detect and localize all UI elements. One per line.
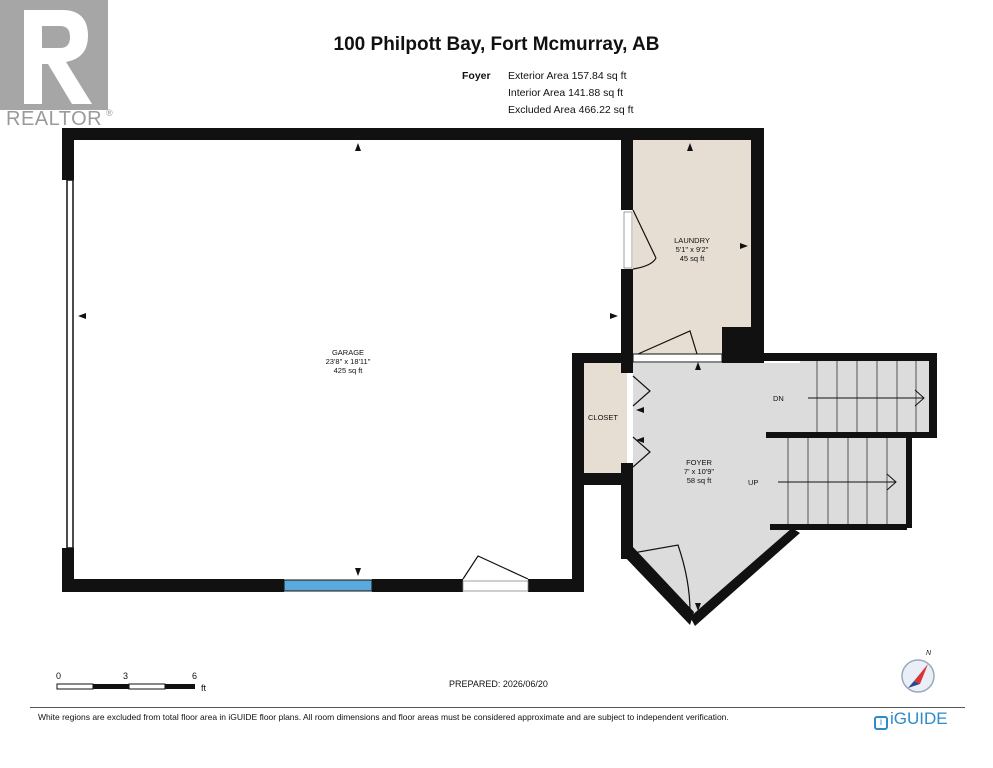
exterior-area: Exterior Area 157.84 sq ft (508, 70, 627, 82)
interior-area: Interior Area 141.88 sq ft (508, 87, 623, 99)
realtor-logo (0, 0, 112, 132)
foyer-dims: 7' x 10'9" (683, 467, 715, 476)
garage-window (283, 579, 373, 592)
garage-side-wall (66, 179, 74, 549)
compass-icon (901, 659, 935, 693)
scale-tick-0: 0 (56, 671, 62, 681)
realtor-registered-mark: ® (106, 108, 113, 118)
garage-walls (62, 128, 764, 592)
stairs-up (778, 438, 897, 524)
room-label-closet: CLOSET (582, 413, 624, 422)
realtor-logo-text: REALTOR (6, 108, 103, 130)
stairs-down-label: DN (773, 394, 784, 403)
footer-divider (30, 707, 965, 708)
stairs-up-wall (906, 438, 912, 528)
foyer-area: 58 sq ft (686, 476, 712, 485)
door-thresholds (462, 211, 633, 592)
scale-tick-3: 3 (123, 671, 129, 681)
foyer-walls (572, 353, 937, 559)
stairs-down (808, 361, 925, 432)
garage-dims: 23'8" x 18'11" (325, 357, 371, 366)
iguide-brand: iGUIDE (890, 709, 948, 728)
excluded-area: Excluded Area 466.22 sq ft (508, 104, 634, 116)
laundry-area: 45 sq ft (679, 254, 705, 263)
doors (462, 209, 698, 613)
foyer-angled-wall-right (690, 528, 800, 626)
stairs-up-bottom-wall (770, 524, 907, 530)
foyer-angled-wall-left (621, 547, 694, 625)
footer-disclaimer: White regions are excluded from total fl… (38, 712, 729, 722)
room-label-garage: GARAGE 23'8" x 18'11" 425 sq ft (300, 348, 396, 375)
realtor-logo-icon (0, 0, 108, 110)
laundry-opening (632, 353, 723, 363)
scale-bar (56, 683, 195, 690)
dimension-markers (78, 143, 748, 611)
room-label-laundry: LAUNDRY 5'1" x 9'2" 45 sq ft (652, 236, 732, 263)
foyer-name: FOYER (686, 458, 712, 467)
laundry-walls (572, 128, 764, 363)
foyer-fill (633, 363, 800, 617)
scale-tick-6: 6 (192, 671, 198, 681)
iguide-mark-icon: i (874, 716, 888, 730)
prepared-date: PREPARED: 2026/06/20 (449, 679, 548, 689)
laundry-name: LAUNDRY (674, 236, 710, 245)
scale-unit: ft (201, 683, 207, 693)
area-summary-label: Foyer (462, 70, 491, 82)
compass-north-label: N (926, 650, 932, 657)
stairs-up-label: UP (748, 478, 759, 487)
stairs-down-fill (800, 358, 936, 434)
laundry-dims: 5'1" x 9'2" (675, 245, 709, 254)
room-label-foyer: FOYER 7' x 10'9" 58 sq ft (664, 458, 734, 485)
garage-area: 425 sq ft (333, 366, 363, 375)
laundry-fill (633, 140, 751, 354)
closet-name: CLOSET (587, 413, 618, 422)
garage-name: GARAGE (331, 348, 365, 357)
page-title: 100 Philpott Bay, Fort Mcmurray, AB (333, 34, 660, 55)
closet-fill (584, 363, 627, 473)
